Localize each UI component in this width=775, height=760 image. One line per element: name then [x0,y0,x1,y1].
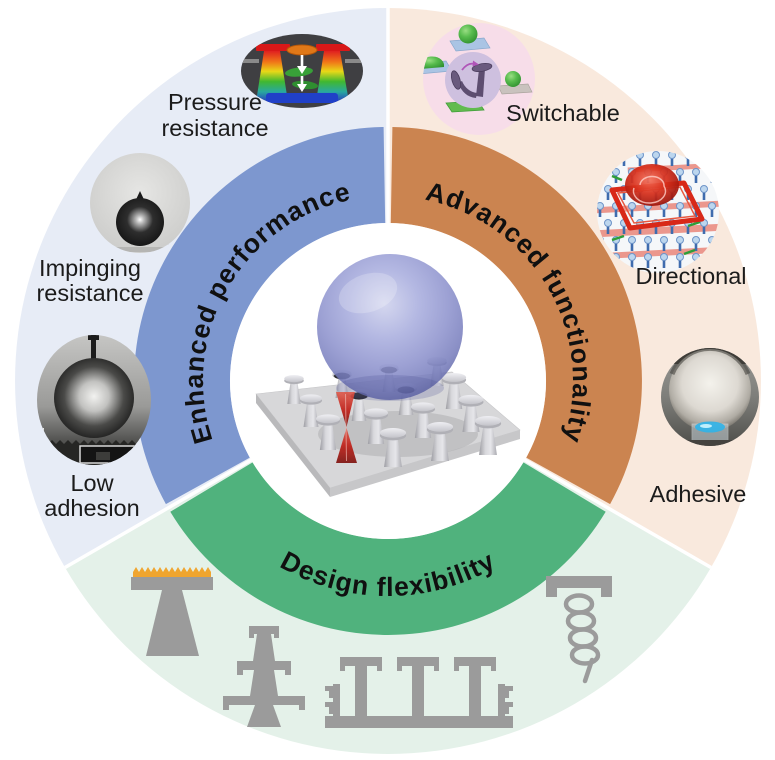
impinging-label-line1: Impinging [39,255,141,281]
sphere-highlight [338,272,398,314]
laser-cone-icon [336,392,357,463]
impinging-label-line2: resistance [36,280,143,306]
rail-multi-cap-pillar-icon [325,657,513,728]
arc-enhanced-performance [134,127,386,505]
serration [133,567,211,577]
switchable-label: Switchable [506,100,620,126]
directional-transport-icon [597,151,719,273]
bending-mushroom-icon [450,60,493,98]
arc-design-flexibility [170,462,606,635]
plate-edge-right [330,430,520,497]
down-arrow-icon [297,55,307,92]
pressure-resistance-icon [241,34,363,108]
serrated-cap-pillar-icon [131,567,213,656]
adhesive-contact-photo-icon [661,348,759,446]
low-adhesion-label-line1: Low [70,470,114,496]
center-illustration [255,254,521,497]
sphere-bottom-shade [336,375,444,401]
switchable-states-icon [423,23,535,135]
design-example-icons [131,567,612,728]
pressure-label-line1: Pressure [168,89,262,115]
arc-advanced-functionality [390,127,642,505]
red-droplet-icon [625,164,679,206]
impinging-droplet-photo-icon [90,153,190,253]
sector-dividers [64,8,712,570]
plate-edge-left [256,394,330,497]
spring-stem-pillar-icon [546,576,612,684]
low-adhesion-label-line2: adhesion [44,495,139,521]
droplet-sphere [317,254,463,400]
adhesive-label: Adhesive [650,481,747,507]
directional-label: Directional [635,263,746,289]
multi-tier-pillar-icon [223,626,305,727]
pressure-label-line2: resistance [161,115,268,141]
hanging-droplet-photo-icon [37,335,151,465]
